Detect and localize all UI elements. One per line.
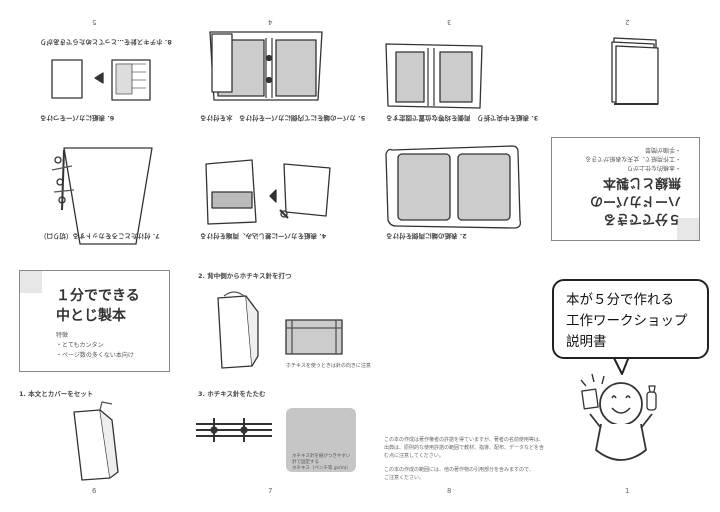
cover-title-line: 無線とじ製本 (602, 175, 681, 190)
page2b-illustration (385, 145, 522, 229)
page-number: 1 (625, 487, 630, 495)
step-label: 6. 表紙にカバーをつける (40, 114, 115, 122)
page2-illustration (611, 37, 659, 105)
step3-illustration (196, 418, 272, 442)
note-line: 出典は、原則的な使用許諾の範囲で教材、指導、配布、データなどを含 (384, 445, 545, 451)
tip-caption: 針で固定する (292, 460, 319, 465)
step-label: 8. ホチキス針を…とってとめたらできあがり (40, 38, 172, 46)
tip-caption: ホチキス針を紙がつきやすい (292, 454, 351, 459)
step-label: 3. 表紙を中央で折り 両側を均等な位置で固定する (386, 114, 539, 122)
page-number: 2 (625, 18, 630, 26)
page-number: 5 (92, 18, 97, 26)
step1-illustration (73, 401, 119, 481)
speech-bubble: 本が５分で作れる 工作ワークショップ 説明書 (552, 279, 709, 359)
cover-feature: ・ページ数の多くない本向け (56, 352, 134, 359)
page4-illustration (209, 31, 323, 101)
cover-title-line: ５分でできる (603, 211, 681, 226)
cover-title-line: ハードカバーの (589, 193, 681, 208)
page-number: 4 (268, 18, 273, 26)
cover-note: ・工作用紙で、丈夫な表紙ができる (585, 155, 681, 162)
bubble-line: 説明書 (566, 334, 607, 350)
cover-title-line: １分でできる (56, 288, 140, 304)
page3-illustration (385, 43, 483, 109)
top-cover-page: ５分でできる ハードカバーの 無線とじ製本 ・本格的な仕上がり ・工作用紙で、丈… (551, 137, 700, 241)
page-number: 8 (447, 487, 452, 495)
stapler-caption: ホチキスを使うときは針の向きに注意 (286, 363, 371, 369)
step-label: 3. ホチキス針をたたむ (198, 390, 266, 398)
note-line: この本の作成は著作権者の許諾を得ていますが、著者の名前使用等は、 (384, 437, 544, 443)
page5-illustration (51, 59, 151, 101)
step-label: 4. 表紙をカバーに差し込み、両端を付ける (200, 232, 327, 240)
step-label: 1. 本文とカバーをセット (19, 390, 94, 398)
bubble-line: 本が５分で作れる (566, 292, 674, 308)
bubble-line: 工作ワークショップ (566, 313, 688, 329)
page-number: 7 (268, 487, 273, 495)
page-number: 3 (447, 18, 452, 26)
note-line: ご注意ください。 (384, 475, 425, 481)
step-label: 7. 付けたところをカットする（切り口） (40, 232, 160, 240)
note-line: この本の作成の範囲には、他の著作物の引用部分を含みますので、 (384, 467, 534, 473)
cover-note: ・手順が簡単 (644, 146, 681, 153)
bubble-tail (611, 353, 631, 375)
note-line: む点に注意してください。 (384, 453, 444, 459)
cover-title-line: 中とじ製本 (56, 308, 126, 324)
tip-box: ホチキス針を紙がつきやすい 針で固定する ホチキス（ペンチ等 gs/ml） (286, 408, 356, 472)
step-label: 2. 表紙の端に両側を付ける (386, 232, 467, 240)
bottom-cover-page: １分でできる 中とじ製本 特徴 ・とてもカンタン ・ページ数の多くない本向け (19, 270, 170, 372)
cover-feature: ・とてもカンタン (56, 342, 104, 349)
cover-feature-head: 特徴 (56, 332, 69, 339)
cover-note: ・本格的な仕上がり (626, 164, 681, 171)
cover-band (20, 271, 42, 293)
page7-illustration (51, 147, 153, 245)
tip-caption: ホチキス（ペンチ等 gs/ml） (292, 466, 351, 471)
step-label: 2. 背中側からホチキス針を打つ (198, 272, 292, 280)
step-label: 5. カバーの端をにて内側にカバーを付ける 水を付ける (200, 114, 366, 122)
character-illustration (580, 373, 657, 461)
page-number: 6 (92, 487, 97, 495)
step2-illustration (217, 291, 343, 369)
page4b-illustration (205, 159, 331, 225)
